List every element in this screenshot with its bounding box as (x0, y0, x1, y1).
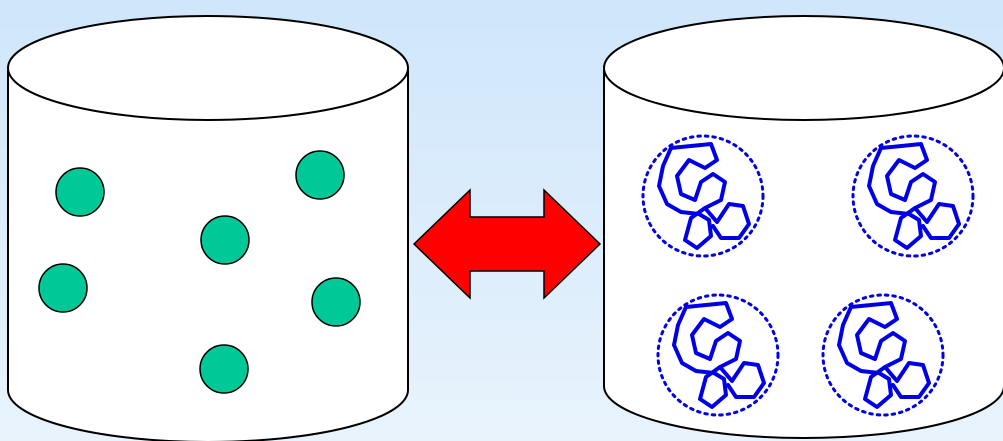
solid-particle-4 (38, 263, 88, 313)
solid-particle-5 (311, 277, 361, 327)
left-container (7, 15, 409, 441)
double-arrow-icon (412, 188, 602, 300)
solid-particle-3 (200, 215, 250, 265)
solid-particle-2 (295, 150, 345, 200)
left-container-top (7, 15, 409, 121)
right-container (603, 15, 1003, 439)
left-particles (38, 150, 361, 394)
solid-particle-1 (55, 167, 105, 217)
right-container-top (603, 15, 1003, 121)
solid-particle-6 (199, 344, 249, 394)
